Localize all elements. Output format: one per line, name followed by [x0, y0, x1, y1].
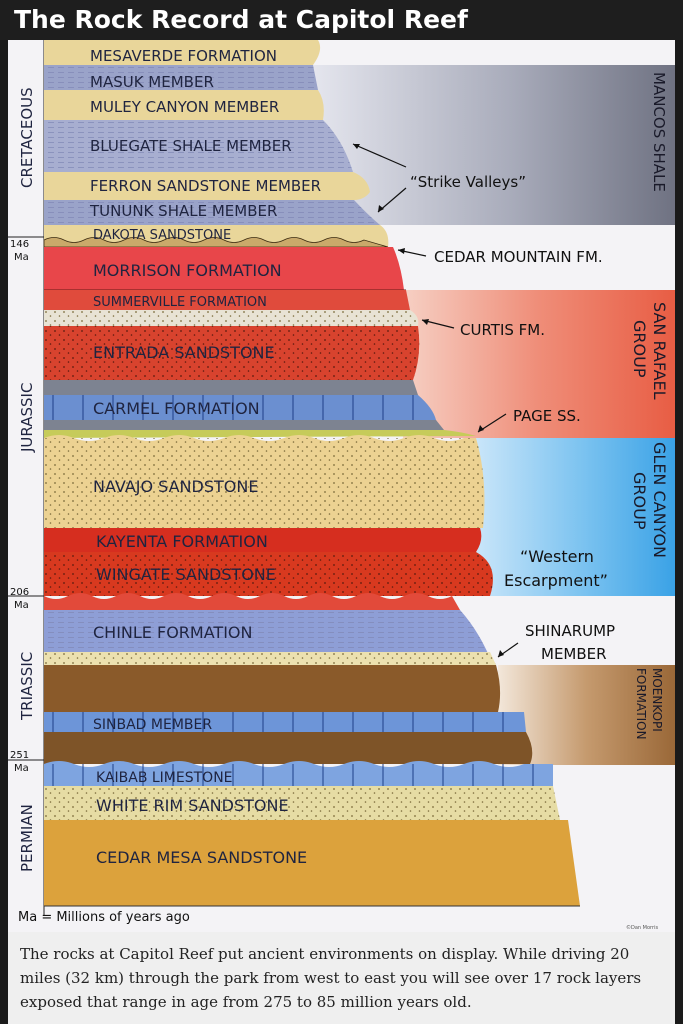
age-206-value: 206: [10, 587, 29, 598]
callout-cedar-mountain: CEDAR MOUNTAIN FM.: [434, 248, 603, 266]
layer-kayenta: [44, 528, 482, 552]
ma-note: Ma = Millions of years ago: [18, 910, 190, 925]
label-dakota: DAKOTA SANDSTONE: [93, 228, 231, 243]
period-permian: PERMIAN: [18, 804, 36, 872]
stratigraphic-column: MESAVERDE FORMATION MASUK MEMBER MULEY C…: [8, 40, 675, 932]
layer-ferron: [44, 172, 370, 200]
label-navajo: NAVAJO SANDSTONE: [93, 477, 258, 496]
age-206-unit: Ma: [14, 600, 29, 611]
layer-cedar-mesa: [44, 820, 580, 906]
label-entrada: ENTRADA SANDSTONE: [93, 343, 275, 362]
label-ferron: FERRON SANDSTONE MEMBER: [90, 177, 321, 195]
mancos-band: [308, 65, 675, 225]
layer-moenkopi-upper: [44, 665, 501, 712]
layer-mesaverde: [44, 40, 321, 65]
callout-strike-valleys: “Strike Valleys”: [410, 173, 526, 191]
layer-summerville: [44, 290, 410, 310]
age-146-value: 146: [10, 239, 29, 250]
label-masuk: MASUK MEMBER: [90, 73, 214, 91]
period-cretaceous: CRETACEOUS: [18, 87, 36, 188]
callout-western-1: “Western: [520, 547, 594, 566]
label-summerville: SUMMERVILLE FORMATION: [93, 295, 267, 310]
label-sinbad: SINBAD MEMBER: [93, 717, 212, 733]
age-251-value: 251: [10, 750, 29, 761]
glen-canyon-band: [468, 438, 675, 596]
diagram-panel: MESAVERDE FORMATION MASUK MEMBER MULEY C…: [8, 40, 675, 932]
age-146-unit: Ma: [14, 252, 29, 263]
label-tununk: TUNUNK SHALE MEMBER: [89, 202, 277, 220]
group-glen-canyon-2: GROUP: [630, 472, 649, 530]
group-san-rafael-1: SAN RAFAEL: [650, 302, 669, 400]
label-cedar-mesa: CEDAR MESA SANDSTONE: [96, 848, 307, 867]
age-251-unit: Ma: [14, 763, 29, 774]
callout-page: PAGE SS.: [513, 407, 581, 425]
period-triassic: TRIASSIC: [18, 652, 36, 721]
label-bluegate: BLUEGATE SHALE MEMBER: [90, 137, 292, 155]
footer-panel: The rocks at Capitol Reef put ancient en…: [8, 932, 675, 1024]
layer-muley-canyon: [44, 90, 324, 120]
label-wingate: WINGATE SANDSTONE: [96, 565, 276, 584]
callout-shinarump-1: SHINARUMP: [525, 622, 615, 640]
label-mesaverde: MESAVERDE FORMATION: [90, 47, 277, 65]
footer-text: The rocks at Capitol Reef put ancient en…: [20, 945, 642, 1011]
callout-western-2: Escarpment”: [504, 571, 608, 590]
page-title: The Rock Record at Capitol Reef: [0, 0, 683, 40]
san-rafael-band: [403, 290, 675, 438]
label-carmel: CARMEL FORMATION: [93, 399, 260, 418]
layer-morrison: [44, 247, 404, 290]
label-kayenta: KAYENTA FORMATION: [96, 532, 268, 551]
group-mancos: MANCOS SHALE: [650, 72, 668, 192]
copyright: ©Dan Morris: [626, 925, 659, 931]
label-chinle: CHINLE FORMATION: [93, 623, 252, 642]
label-white-rim: WHITE RIM SANDSTONE: [96, 796, 289, 815]
callout-curtis: CURTIS FM.: [460, 321, 545, 339]
group-moenkopi-2: FORMATION: [634, 668, 648, 740]
label-morrison: MORRISON FORMATION: [93, 261, 282, 280]
group-moenkopi-1: MOENKOPI: [650, 668, 664, 732]
group-glen-canyon-1: GLEN CANYON: [650, 442, 669, 558]
label-muley-canyon: MULEY CANYON MEMBER: [90, 98, 279, 116]
label-kaibab: KAIBAB LIMESTONE: [96, 770, 233, 786]
callout-shinarump-2: MEMBER: [541, 645, 607, 663]
group-san-rafael-2: GROUP: [630, 320, 649, 378]
period-jurassic: JURASSIC: [18, 383, 36, 453]
